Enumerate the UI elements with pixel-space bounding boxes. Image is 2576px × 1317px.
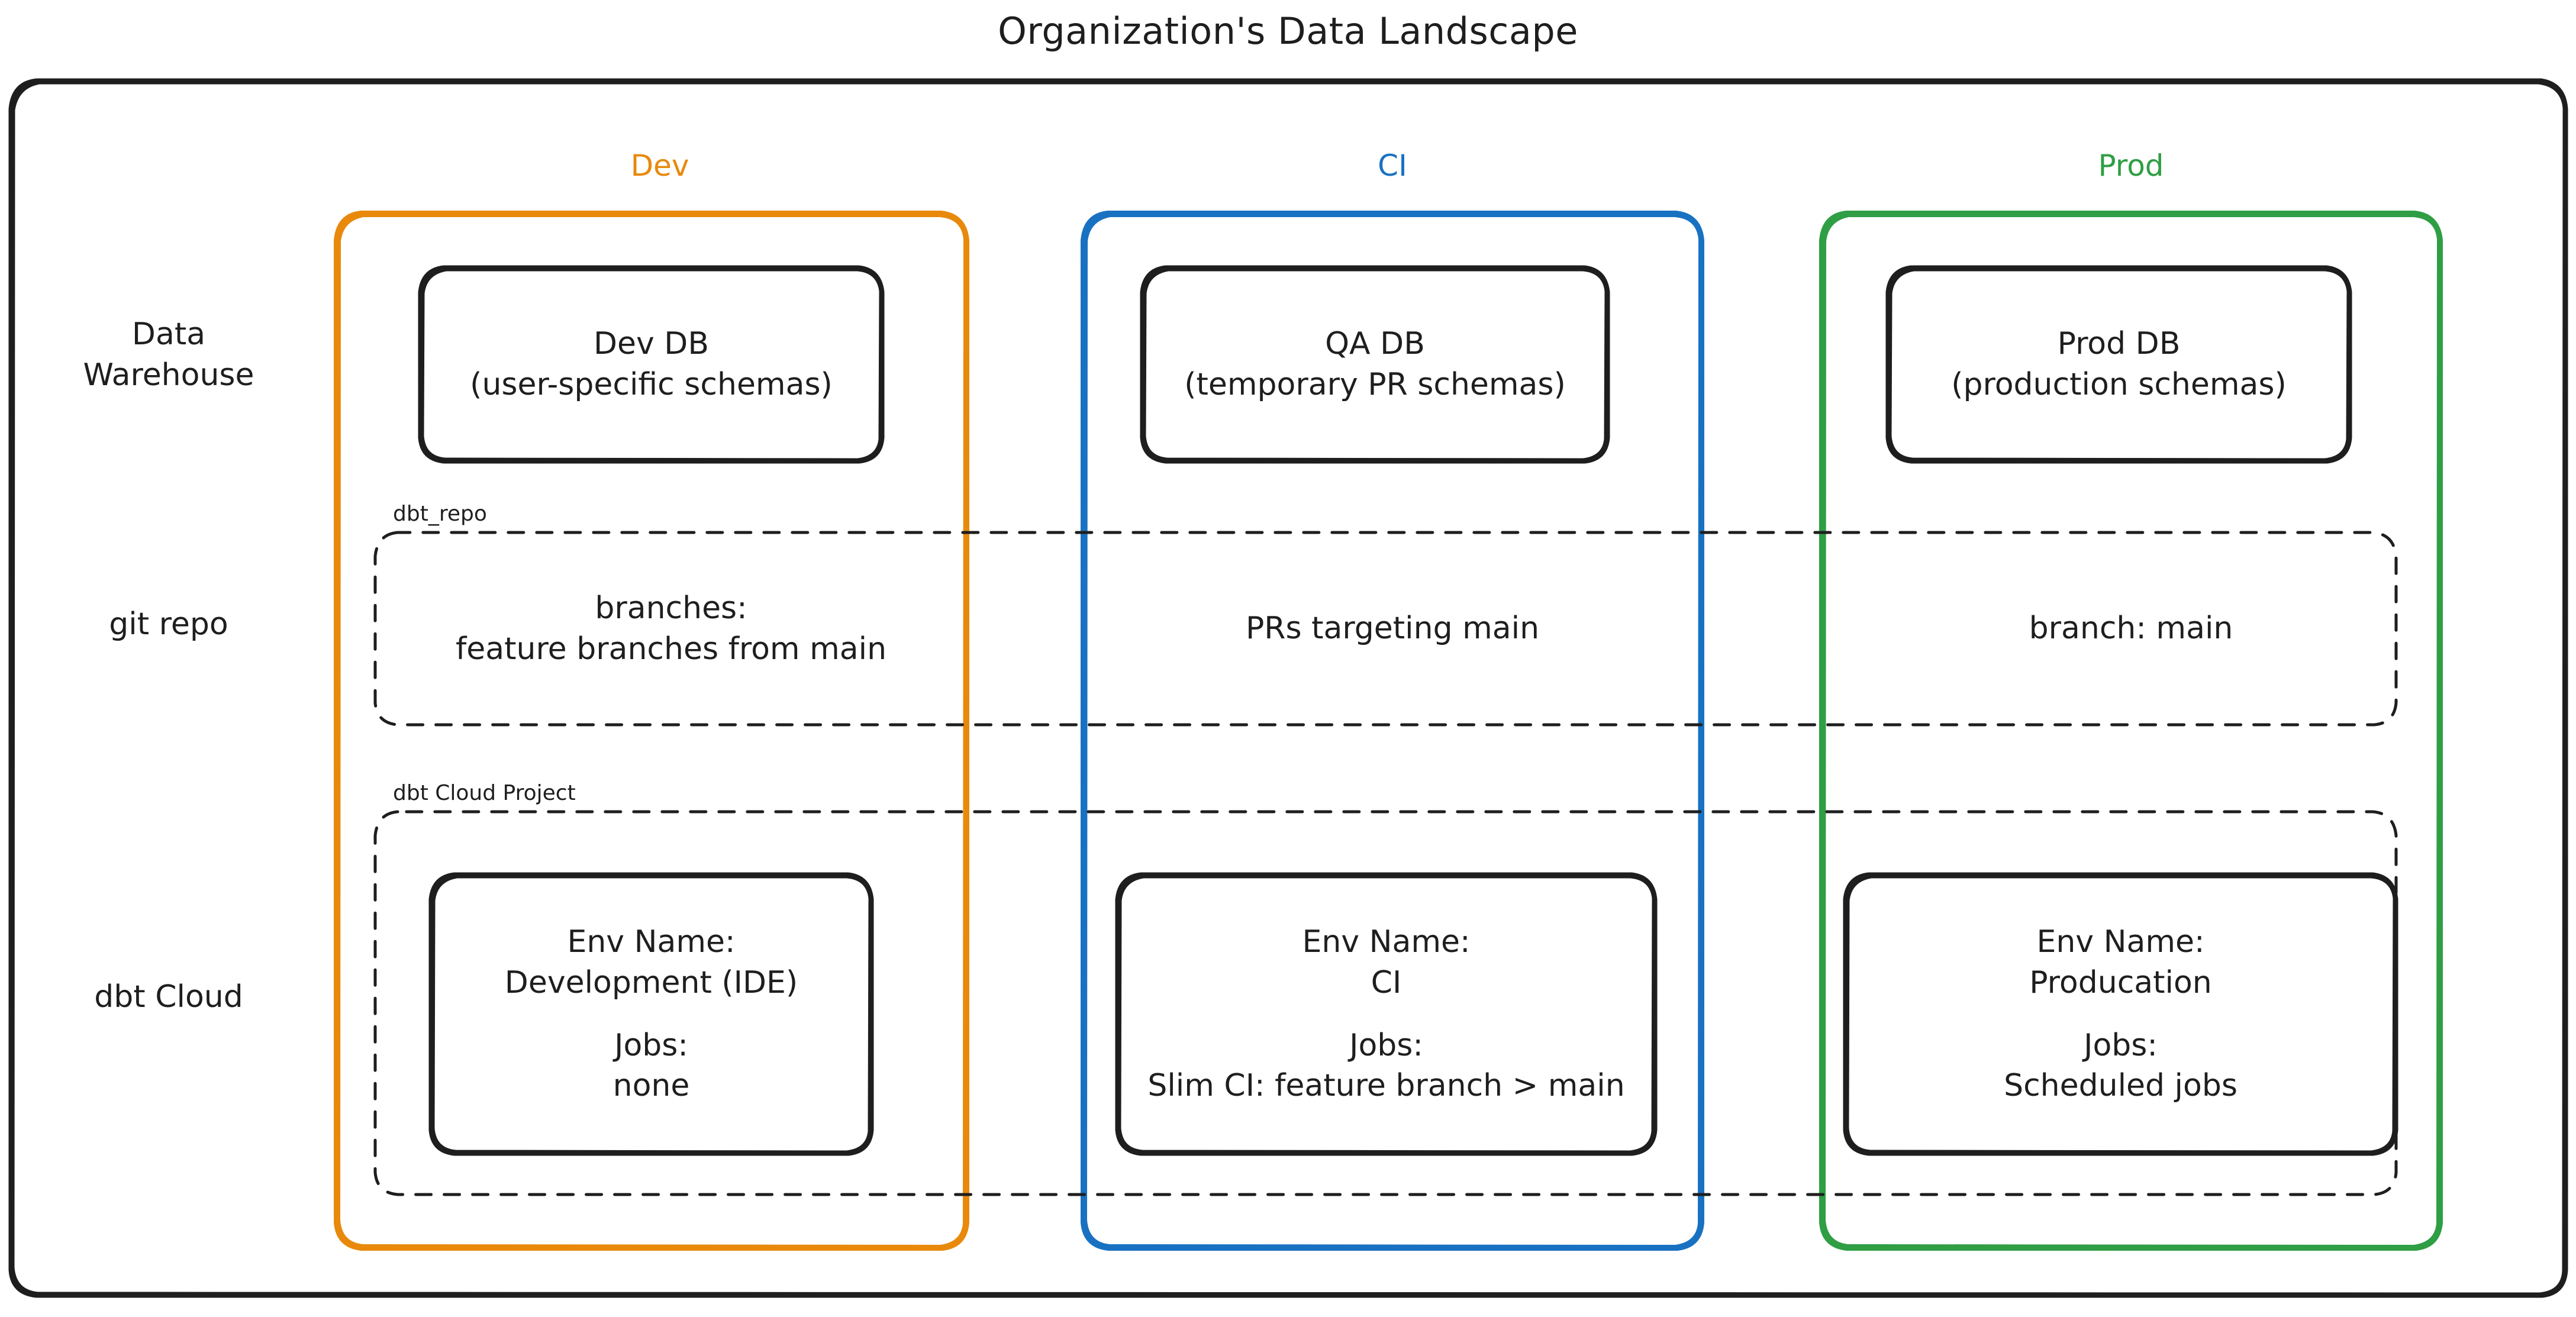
- node-dev-env-jobs-label: Jobs:: [614, 1027, 688, 1063]
- node-qa-db: QA DB (temporary PR schemas): [1142, 267, 1608, 461]
- node-dev-env: Env Name: Development (IDE) Jobs: none: [431, 874, 872, 1154]
- node-prod-env-name-label: Env Name:: [2036, 924, 2205, 960]
- row-label-data-warehouse: Data Warehouse: [36, 314, 302, 396]
- node-ci-env: Env Name: CI Jobs: Slim CI: feature bran…: [1117, 874, 1655, 1154]
- node-prod-db: Prod DB (production schemas): [1888, 267, 2350, 461]
- node-prod-env-jobs-value: Scheduled jobs: [2004, 1068, 2238, 1104]
- node-prod-db-line2: (production schemas): [1951, 367, 2287, 402]
- node-ci-env-jobs-label: Jobs:: [1349, 1027, 1423, 1063]
- node-dev-branches-line1: branches:: [595, 590, 747, 626]
- node-dev-env-jobs-value: none: [612, 1068, 690, 1104]
- node-prod-branch: branch: main: [2029, 611, 2233, 647]
- env-heading-ci: CI: [1378, 149, 1407, 183]
- row-label-data-warehouse-line2: Warehouse: [83, 357, 254, 393]
- group-label-dbt-repo: dbt_repo: [393, 502, 487, 527]
- node-prod-db-line1: Prod DB: [2057, 326, 2181, 362]
- node-ci-env-jobs-value: Slim CI: feature branch > main: [1147, 1068, 1625, 1104]
- row-label-git-repo: git repo: [109, 606, 228, 642]
- node-dev-env-name-label: Env Name:: [567, 924, 736, 960]
- node-dev-env-name-value: Development (IDE): [504, 964, 798, 1000]
- node-prod-env-name-value: Producation: [2029, 964, 2212, 1000]
- row-label-data-warehouse-line1: Data: [131, 317, 206, 353]
- node-dev-db: Dev DB (user-specific schemas): [420, 267, 882, 461]
- env-heading-dev: Dev: [630, 149, 689, 183]
- node-ci-env-name-value: CI: [1371, 964, 1402, 1000]
- node-prod-env-jobs-label: Jobs:: [2084, 1027, 2158, 1063]
- node-prod-env: Env Name: Producation Jobs: Scheduled jo…: [1845, 874, 2396, 1154]
- node-dev-db-line1: Dev DB: [593, 326, 710, 362]
- node-ci-env-name-label: Env Name:: [1302, 924, 1471, 960]
- node-qa-db-line1: QA DB: [1325, 326, 1425, 362]
- node-dev-db-line2: (user-specific schemas): [470, 367, 833, 402]
- row-label-dbt-cloud: dbt Cloud: [94, 979, 243, 1015]
- node-dev-branches-line2: feature branches from main: [455, 631, 887, 667]
- env-heading-prod: Prod: [2098, 149, 2164, 183]
- node-ci-prs: PRs targeting main: [1245, 611, 1540, 647]
- page-title: Organization's Data Landscape: [998, 9, 1578, 53]
- group-label-dbt-cloud-project: dbt Cloud Project: [393, 781, 576, 806]
- node-qa-db-line2: (temporary PR schemas): [1184, 367, 1566, 402]
- node-dev-branches: branches: feature branches from main: [375, 532, 967, 725]
